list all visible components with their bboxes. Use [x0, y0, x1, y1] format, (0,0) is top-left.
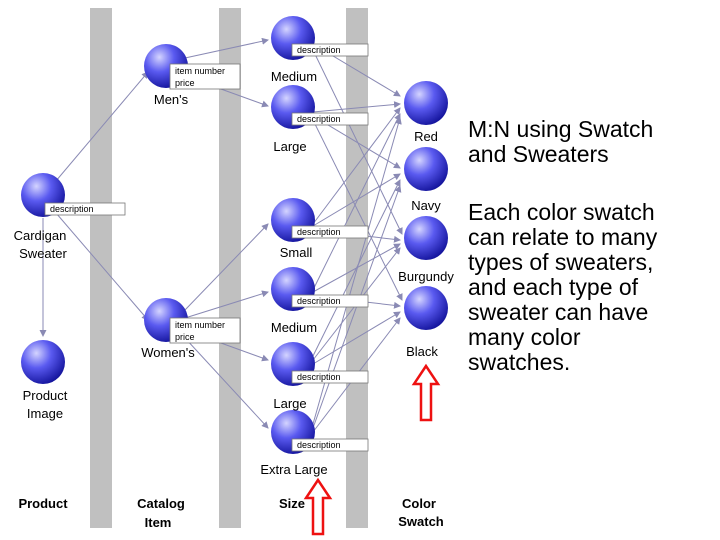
- slide-body-line: swatches.: [468, 349, 571, 375]
- red-arrow-up-size-icon: [303, 477, 333, 536]
- slide-title-line: M:N using Swatch: [468, 116, 654, 142]
- label-swatch-red: Red: [414, 129, 438, 144]
- node-product-image: [21, 340, 65, 384]
- tag-cardigan-description: description: [44, 202, 126, 216]
- label-women-large: Large: [273, 396, 306, 411]
- label-women-medium: Medium: [271, 320, 317, 335]
- column-label-swatch: Swatch: [398, 514, 444, 529]
- slide-body-line: sweater can have: [468, 299, 649, 325]
- label-men-medium: Medium: [271, 69, 317, 84]
- svg-text:description: description: [297, 114, 341, 124]
- slide-body-line: many color: [468, 324, 581, 350]
- label-womens: Women's: [141, 345, 195, 360]
- tag-men-medium-description: description: [291, 43, 369, 57]
- edge-womens-medium: [184, 290, 269, 319]
- column-band-size: [219, 8, 241, 528]
- column-label-catalog: Catalog: [137, 496, 185, 511]
- node-labels: Cardigan Sweater Product Image Men's Wom…: [14, 69, 455, 477]
- node-swatch-black: [404, 286, 448, 330]
- svg-text:price: price: [175, 332, 195, 342]
- slide-body-line: can relate to many: [468, 224, 658, 250]
- column-label-item: Item: [145, 515, 172, 530]
- node-swatch-red: [404, 81, 448, 125]
- slide-body-line: and each type of: [468, 274, 639, 300]
- tag-womens-item-number-price: item number price: [169, 317, 241, 344]
- edge-cardigan-womens: [49, 205, 149, 321]
- tag-women-medium-description: description: [291, 294, 369, 308]
- label-swatch-burgundy: Burgundy: [398, 269, 454, 284]
- slide-body: Each color swatch can relate to many typ…: [468, 200, 718, 375]
- label-men-large: Large: [273, 139, 306, 154]
- node-swatch-burgundy: [404, 216, 448, 260]
- svg-text:item number: item number: [175, 66, 225, 76]
- node-swatch-navy: [404, 147, 448, 191]
- slide-title: M:N using Swatch and Sweaters: [468, 117, 718, 167]
- tag-mens-item-number-price: item number price: [169, 63, 241, 90]
- tag-women-xl-description: description: [291, 438, 369, 452]
- svg-text:description: description: [297, 440, 341, 450]
- label-women-xl: Extra Large: [260, 462, 327, 477]
- tag-women-small-description: description: [291, 225, 369, 239]
- label-swatch-black: Black: [406, 344, 438, 359]
- label-swatch-navy: Navy: [411, 198, 441, 213]
- svg-text:description: description: [297, 45, 341, 55]
- label-cardigan-line2: Sweater: [19, 246, 67, 261]
- slide-body-line: Each color swatch: [468, 199, 655, 225]
- svg-text:description: description: [297, 227, 341, 237]
- svg-text:price: price: [175, 78, 195, 88]
- tag-men-large-description: description: [291, 112, 369, 126]
- red-arrow-up-swatch-icon: [411, 363, 441, 422]
- edge-womens-small: [184, 223, 269, 311]
- svg-text:description: description: [50, 204, 94, 214]
- svg-text:description: description: [297, 372, 341, 382]
- column-labels: Product Catalog Item Size Color Swatch: [18, 496, 443, 530]
- column-label-size: Size: [279, 496, 305, 511]
- slide-body-line: types of sweaters,: [468, 249, 654, 275]
- column-label-color: Color: [402, 496, 436, 511]
- svg-text:description: description: [297, 296, 341, 306]
- edge-cardigan-mens: [49, 71, 149, 189]
- tag-women-large-description: description: [291, 370, 369, 384]
- svg-text:item number: item number: [175, 320, 225, 330]
- label-mens: Men's: [154, 92, 189, 107]
- column-label-product: Product: [18, 496, 68, 511]
- edge-womens-xl: [184, 337, 269, 429]
- label-cardigan-line1: Cardigan: [14, 228, 67, 243]
- slide-title-line: and Sweaters: [468, 141, 609, 167]
- attribute-tags: description item number price item numbe…: [44, 43, 369, 452]
- label-product-image-line2: Image: [27, 406, 63, 421]
- sweater-relationship-diagram: description item number price item numbe…: [14, 8, 455, 536]
- edge-mens-medium: [184, 37, 269, 59]
- label-product-image-line1: Product: [23, 388, 68, 403]
- label-women-small: Small: [280, 245, 313, 260]
- column-band-catalog: [90, 8, 112, 528]
